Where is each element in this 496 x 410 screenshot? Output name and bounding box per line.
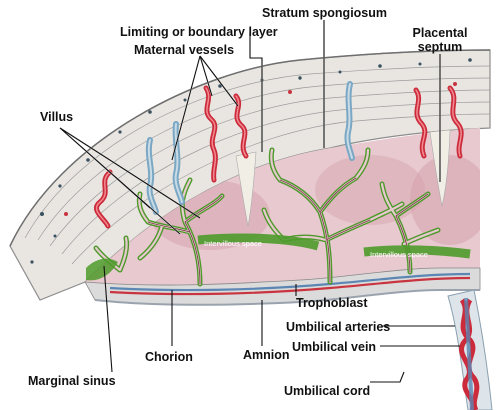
umbilical-vein-label: Umbilical vein — [292, 340, 376, 354]
chorion-label: Chorion — [145, 350, 193, 364]
umbilical-cord — [448, 290, 492, 410]
maternal-vessels-label: Maternal vessels — [134, 43, 234, 57]
placental-septum-line2: septum — [400, 40, 480, 54]
intervillous-space-right-label: Intervillous space — [370, 250, 428, 259]
umbilical-arteries-label: Umbilical arteries — [286, 320, 390, 334]
placental-septum-label: Placental septum — [400, 26, 480, 54]
intervillous-space-left-label: Intervillous space — [204, 239, 262, 248]
limiting-layer-label: Limiting or boundary layer — [120, 25, 278, 39]
stratum-spongiosum-label: Stratum spongiosum — [262, 6, 387, 20]
villus-label: Villus — [40, 110, 73, 124]
marginal-sinus-label: Marginal sinus — [28, 374, 116, 388]
placental-septum-line1: Placental — [400, 26, 480, 40]
amnion-label: Amnion — [243, 348, 290, 362]
umbilical-cord-label: Umbilical cord — [284, 384, 370, 398]
trophoblast-label: Trophoblast — [296, 296, 368, 310]
